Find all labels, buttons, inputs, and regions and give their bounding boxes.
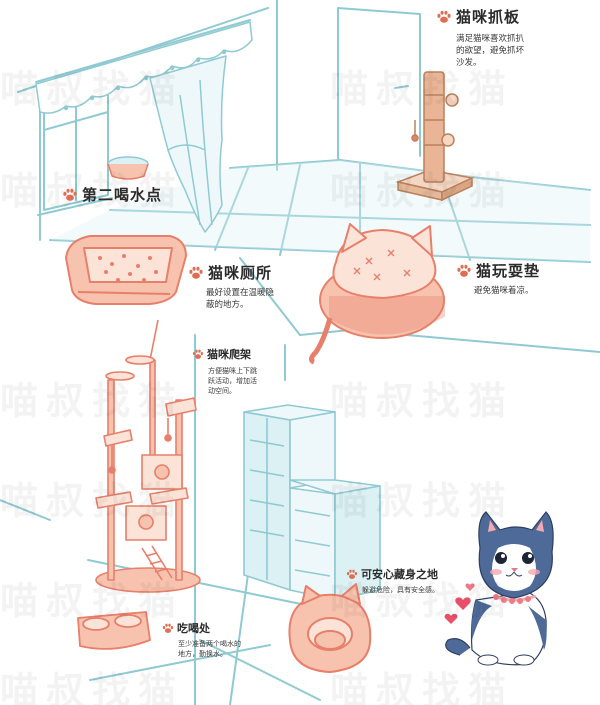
food-title: 吃喝处 bbox=[177, 622, 210, 635]
scratcher-post bbox=[395, 71, 475, 202]
water-title: 第二喝水点 bbox=[82, 186, 163, 204]
food-desc-line: 地方，勤换水。 bbox=[178, 650, 227, 658]
cat-bed bbox=[288, 583, 372, 673]
scratcher-desc-line: 的欲望，避免抓坏 bbox=[456, 46, 525, 56]
paw-icon bbox=[63, 188, 77, 201]
paw-icon bbox=[162, 623, 174, 633]
label-scratcher: 猫咪抓板 满足猫咪喜欢抓扒 的欲望，避免抓坏 沙发。 bbox=[436, 6, 586, 69]
paw-icon bbox=[437, 10, 451, 23]
scratcher-title: 猫咪抓板 bbox=[456, 8, 521, 26]
kitten bbox=[444, 511, 554, 666]
playmat-desc-line: 避免猫咪着凉。 bbox=[474, 286, 534, 296]
tree-desc-line: 动空间。 bbox=[208, 387, 236, 395]
cat-tree bbox=[95, 319, 201, 593]
toilet-title: 猫咪厕所 bbox=[208, 264, 273, 282]
paw-icon bbox=[346, 569, 358, 579]
shelf-unit bbox=[243, 404, 381, 601]
paw-icon bbox=[189, 266, 203, 279]
label-food: 吃喝处 至少准备两个喝水的 地方，勤换水。 bbox=[162, 620, 272, 659]
label-hide: 可安心藏身之地 躲避危险，具有安全感。 bbox=[346, 566, 486, 595]
scratcher-desc-line: 沙发。 bbox=[456, 58, 482, 68]
hide-desc-line: 躲避危险，具有安全感。 bbox=[362, 586, 439, 594]
toilet-desc-line: 最好设置在温暖隐 bbox=[206, 288, 275, 298]
label-toilet: 猫咪厕所 最好设置在温暖隐 蔽的地方。 bbox=[188, 262, 308, 311]
food-bowls bbox=[77, 611, 151, 650]
label-playmat: 猫玩耍垫 避免猫咪着凉。 bbox=[456, 260, 586, 297]
label-water: 第二喝水点 bbox=[62, 184, 162, 205]
paw-icon bbox=[192, 349, 204, 359]
toilet-desc-line: 蔽的地方。 bbox=[206, 300, 249, 310]
play-mat bbox=[308, 223, 445, 365]
paw-icon bbox=[457, 264, 471, 277]
food-desc-line: 至少准备两个喝水的 bbox=[178, 640, 241, 648]
hide-title: 可安心藏身之地 bbox=[361, 568, 438, 581]
water-bowl bbox=[107, 156, 149, 180]
tree-title: 猫咪爬架 bbox=[207, 348, 251, 361]
scratcher-desc-line: 满足猫咪喜欢抓扒 bbox=[456, 34, 525, 44]
playmat-title: 猫玩耍垫 bbox=[476, 262, 541, 280]
litter-box bbox=[65, 235, 187, 305]
tree-desc-line: 方便猫咪上下跳 bbox=[208, 367, 257, 375]
curtain bbox=[35, 21, 253, 233]
label-tree: 猫咪爬架 方便猫咪上下跳 跃活动，增加活 动空间。 bbox=[192, 346, 292, 396]
tree-desc-line: 跃活动，增加活 bbox=[208, 377, 257, 385]
